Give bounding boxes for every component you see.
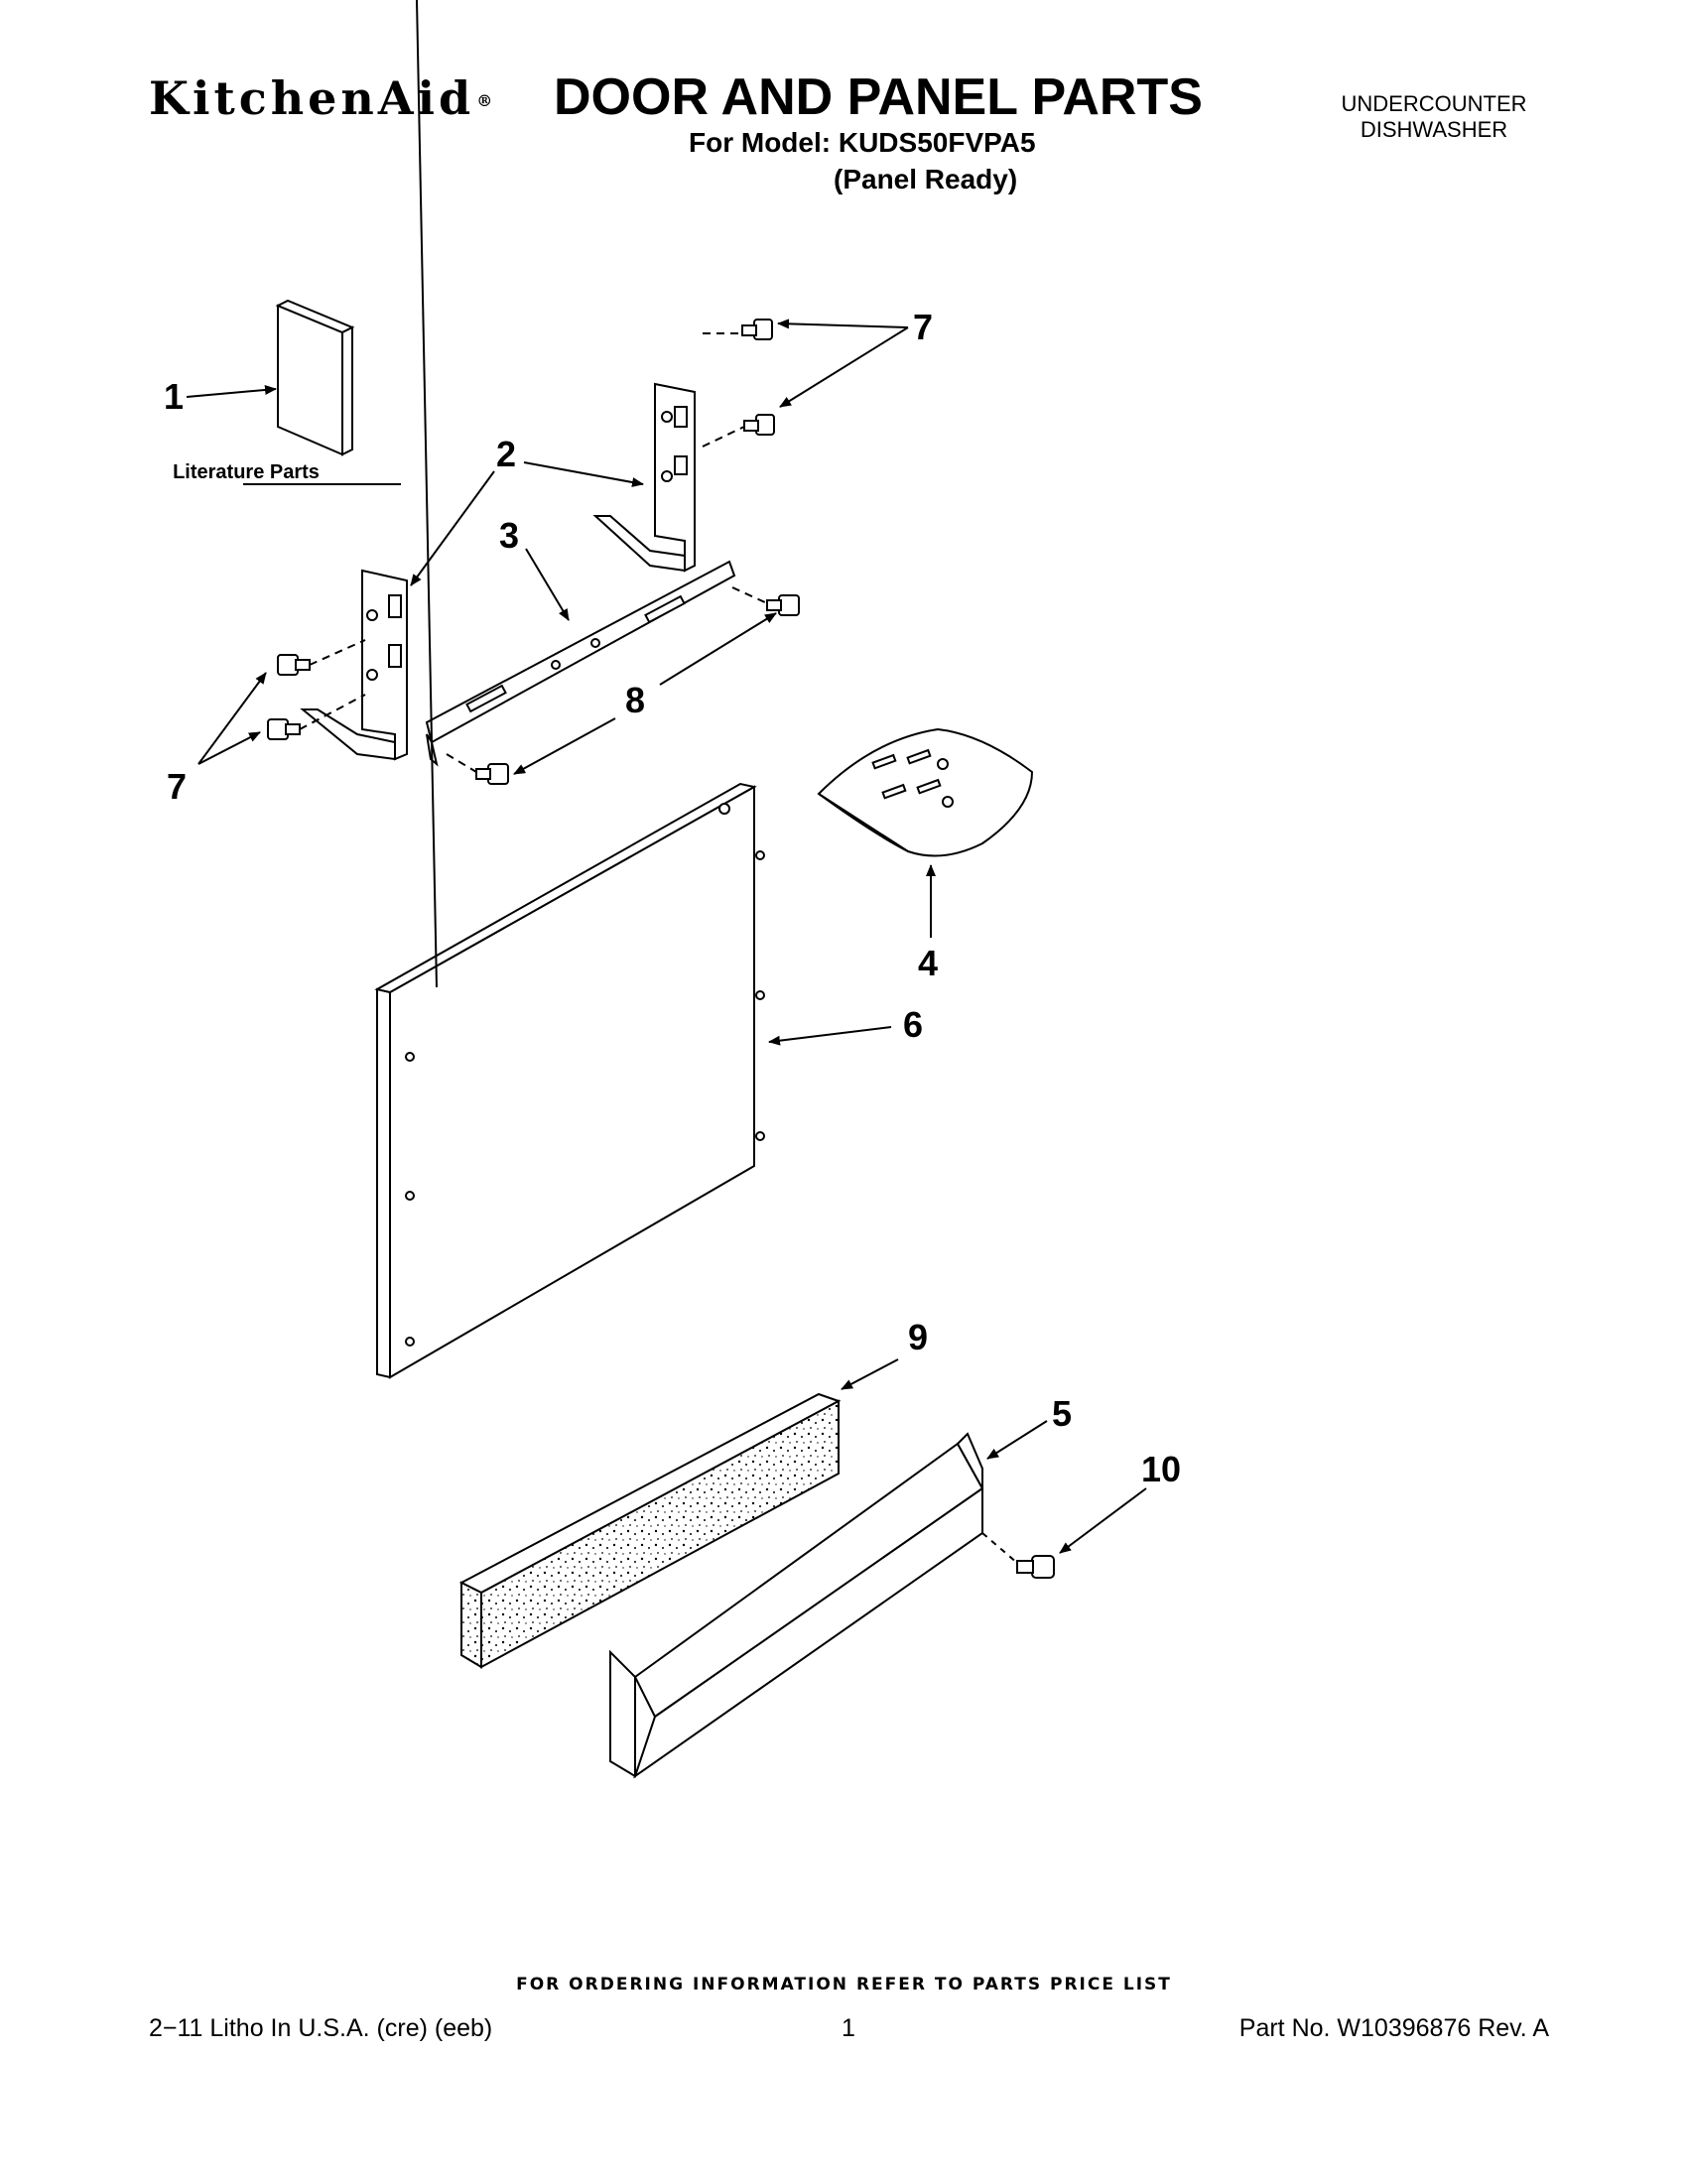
appliance-line-1: UNDERCOUNTER bbox=[1341, 91, 1527, 116]
page-number: 1 bbox=[842, 2014, 855, 2042]
callout-9: 9 bbox=[908, 1317, 928, 1357]
callout-3: 3 bbox=[499, 515, 519, 556]
screw-7-lower-b bbox=[267, 718, 301, 740]
appliance-line-2: DISHWASHER bbox=[1360, 117, 1508, 142]
foam-strip bbox=[458, 1392, 842, 1669]
toe-kick-screw bbox=[1016, 1555, 1055, 1579]
brand-name: KitchenAid bbox=[149, 71, 475, 125]
mounting-rail bbox=[425, 560, 736, 767]
screw-7-upper-b bbox=[743, 414, 775, 436]
page-title: DOOR AND PANEL PARTS bbox=[554, 68, 1203, 126]
screw-8-right bbox=[766, 594, 800, 616]
screw-7-lower-a bbox=[277, 654, 311, 676]
door-bracket-right bbox=[592, 382, 696, 573]
callout-8: 8 bbox=[625, 680, 645, 720]
brand-logo: KitchenAid® bbox=[149, 71, 496, 125]
registered-mark: ® bbox=[476, 91, 497, 110]
callout-7-lower: 7 bbox=[167, 766, 187, 807]
callout-10: 10 bbox=[1141, 1449, 1181, 1489]
door-panel bbox=[374, 0, 765, 1379]
screw-7-upper-a bbox=[741, 319, 773, 340]
callout-1: 1 bbox=[164, 376, 184, 417]
callout-5: 5 bbox=[1052, 1393, 1072, 1434]
door-bracket-left bbox=[300, 569, 408, 761]
callout-6: 6 bbox=[903, 1004, 923, 1045]
litho-info: 2−11 Litho In U.S.A. (cre) (eeb) bbox=[149, 2014, 493, 2042]
part-number: Part No. W10396876 Rev. A bbox=[1238, 2014, 1549, 2042]
literature-booklet bbox=[275, 299, 355, 456]
literature-parts-label: Literature Parts bbox=[173, 461, 320, 483]
hardware-bag bbox=[817, 727, 1034, 857]
appliance-type: UNDERCOUNTER DISHWASHER bbox=[1320, 91, 1548, 143]
callout-4: 4 bbox=[918, 943, 938, 983]
ordering-note: FOR ORDERING INFORMATION REFER TO PARTS … bbox=[516, 1975, 1172, 1994]
screw-8-left bbox=[475, 763, 509, 785]
variant-line: (Panel Ready) bbox=[834, 164, 1018, 194]
callout-2: 2 bbox=[496, 434, 516, 474]
model-line: For Model: KUDS50FVPA5 bbox=[689, 127, 1036, 158]
callout-7-upper: 7 bbox=[913, 307, 933, 347]
